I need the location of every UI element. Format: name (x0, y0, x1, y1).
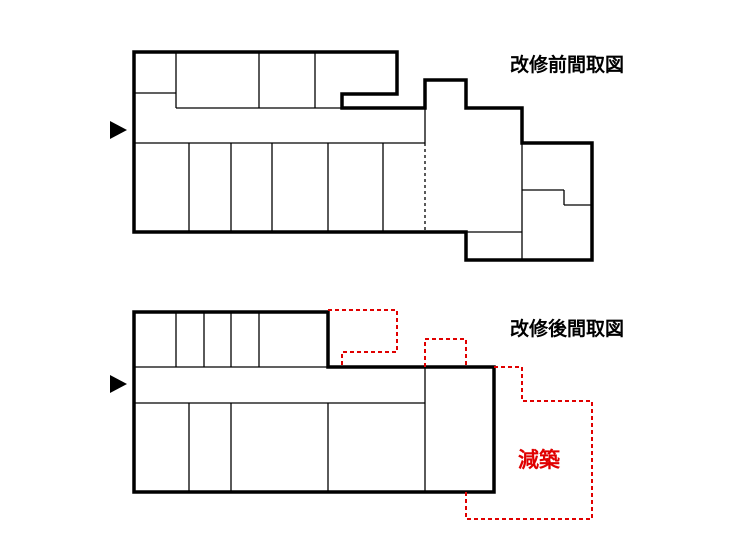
plan-before-renovation (110, 50, 594, 262)
entrance-arrow-icon (110, 375, 127, 393)
plan-title-after: 改修後間取図 (510, 318, 625, 340)
removed-section-right-wing (465, 366, 593, 520)
outer-wall-before (132, 50, 594, 262)
removed-section-top (328, 309, 398, 367)
plan-after-renovation (110, 309, 593, 520)
entrance-arrow-icon (110, 121, 127, 139)
removed-section-small (424, 338, 467, 367)
removed-area-label: 減築 (518, 448, 560, 472)
plan-title-before: 改修前間取図 (510, 54, 625, 76)
